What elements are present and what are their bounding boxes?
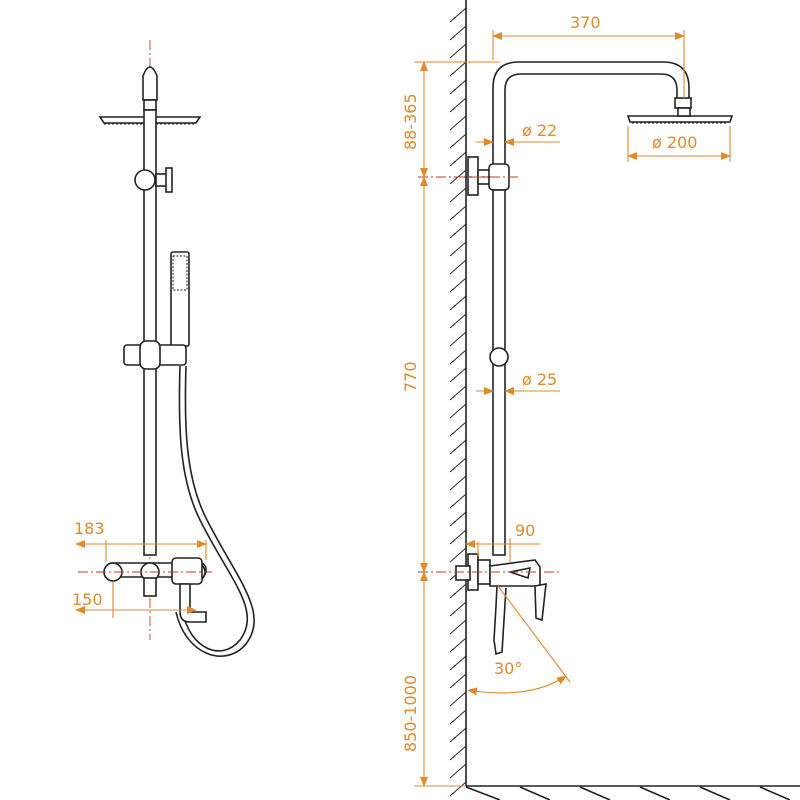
hatch-line bbox=[449, 475, 467, 491]
slider-knob bbox=[489, 347, 509, 367]
hatch-line bbox=[449, 655, 467, 671]
hatch-line bbox=[449, 619, 467, 635]
hatch-line bbox=[449, 295, 467, 311]
hatch-line bbox=[449, 781, 467, 797]
hatch-line bbox=[449, 25, 467, 41]
hatch-line bbox=[449, 421, 467, 437]
hatch-line bbox=[449, 673, 467, 689]
hatch-line bbox=[449, 583, 467, 599]
dim-label-370: 370 bbox=[570, 13, 601, 32]
hatch-line bbox=[449, 439, 467, 455]
hatch-line bbox=[449, 97, 467, 113]
hatch-line bbox=[449, 133, 467, 149]
hatch-line bbox=[449, 223, 467, 239]
hatch-line bbox=[449, 7, 467, 23]
mixer-side bbox=[455, 553, 547, 656]
slider-bracket bbox=[123, 340, 187, 370]
mixer-front bbox=[103, 557, 207, 623]
overhead-arm-outer bbox=[492, 61, 690, 168]
hatch-line bbox=[449, 277, 467, 293]
hatch-line bbox=[449, 727, 467, 743]
side-rail bbox=[492, 189, 506, 556]
mixer-lever bbox=[534, 583, 547, 622]
dim-label-d200: ø 200 bbox=[652, 133, 697, 152]
hatch-line bbox=[449, 151, 467, 167]
rail-top-cap bbox=[142, 66, 158, 101]
main-rail bbox=[143, 109, 157, 556]
hatch-line bbox=[449, 313, 467, 329]
hatch-line bbox=[449, 763, 467, 779]
angle-ray bbox=[497, 585, 571, 683]
dim-label-770: 770 bbox=[401, 361, 420, 392]
angle-label: 30° bbox=[494, 659, 522, 678]
shower-head-side bbox=[626, 107, 734, 124]
front-view: 183 150 bbox=[72, 40, 255, 657]
hatch-line bbox=[449, 745, 467, 761]
hatch-line bbox=[449, 709, 467, 725]
dim-label-88-365: 88-365 bbox=[401, 93, 420, 150]
hatch-line bbox=[449, 457, 467, 473]
side-view: 88-365 770 850-1000 370 ø 200 ø 22 ø 25 … bbox=[401, 0, 800, 800]
dim-label-d22: ø 22 bbox=[522, 121, 557, 140]
hatch-line bbox=[449, 61, 467, 77]
hatch-line bbox=[449, 403, 467, 419]
dim-label-150: 150 bbox=[72, 590, 103, 609]
hatch-line bbox=[449, 115, 467, 131]
hatch-line bbox=[449, 187, 467, 203]
hatch-line bbox=[449, 385, 467, 401]
hatch-line bbox=[449, 511, 467, 527]
arm-nut bbox=[674, 97, 692, 109]
hatch-line bbox=[449, 205, 467, 221]
shower-hose bbox=[178, 365, 249, 652]
dim-label-850-1000: 850-1000 bbox=[401, 675, 420, 752]
hatch-line bbox=[449, 529, 467, 545]
hatch-line bbox=[449, 547, 467, 563]
hatch-line bbox=[449, 601, 467, 617]
hatch-line bbox=[449, 637, 467, 653]
hatch-line bbox=[449, 367, 467, 383]
diverter-front bbox=[134, 167, 173, 193]
hatch-line bbox=[449, 43, 467, 59]
hatch-line bbox=[449, 349, 467, 365]
hatch-line bbox=[449, 493, 467, 509]
wall-hatching bbox=[449, 7, 467, 797]
dim-label-183: 183 bbox=[74, 519, 105, 538]
dim-label-90: 90 bbox=[515, 521, 535, 540]
overhead-arm-inner bbox=[504, 73, 678, 168]
dim-label-d25: ø 25 bbox=[522, 370, 557, 389]
angle-arc bbox=[467, 675, 567, 696]
hatch-line bbox=[449, 691, 467, 707]
hatch-line bbox=[449, 79, 467, 95]
hatch-line bbox=[449, 241, 467, 257]
hatch-line bbox=[449, 331, 467, 347]
hand-shower bbox=[170, 251, 190, 347]
head-connector bbox=[143, 99, 157, 111]
hatch-line bbox=[449, 259, 467, 275]
